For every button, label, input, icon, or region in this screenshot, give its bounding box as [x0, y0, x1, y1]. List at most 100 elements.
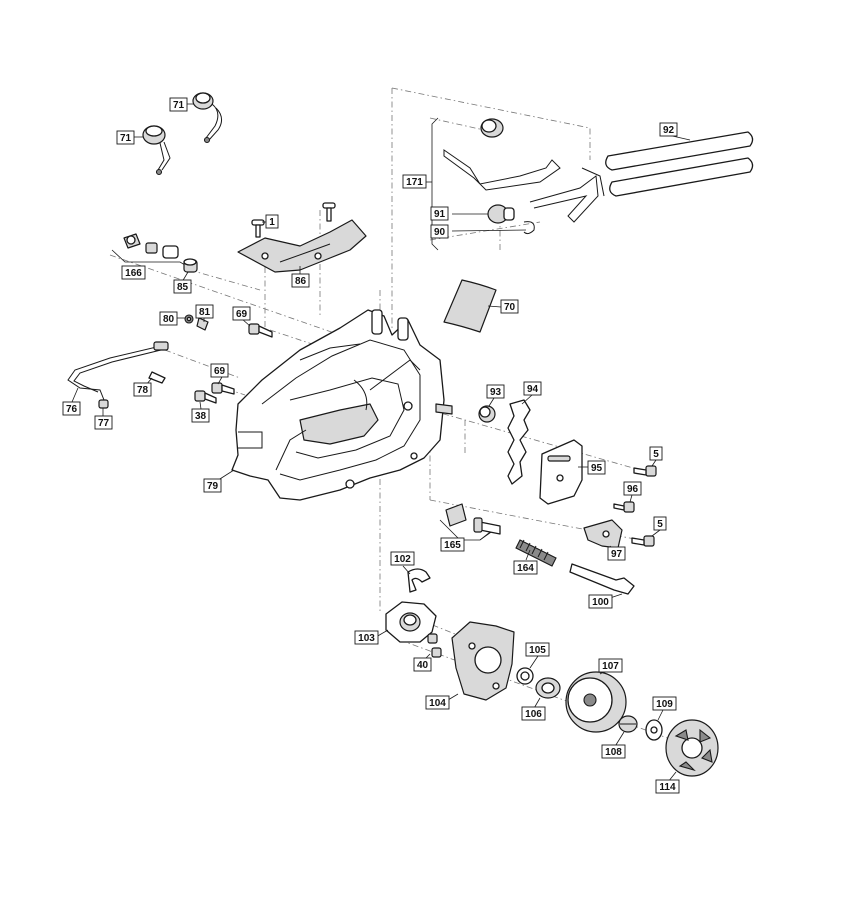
svg-text:86: 86 — [295, 276, 307, 287]
part-label-78: 78 — [133, 382, 152, 397]
svg-text:92: 92 — [663, 125, 675, 136]
part-label-70: 70 — [500, 299, 519, 314]
part-label-69-upper: 69 — [232, 306, 251, 321]
part-label-94: 94 — [523, 381, 542, 396]
part-label-76: 76 — [62, 401, 81, 416]
svg-text:71: 71 — [173, 100, 185, 111]
clutch-cover-plate — [451, 621, 515, 701]
part-label-107: 107 — [598, 658, 623, 673]
centrifugal-clutch — [665, 719, 719, 777]
svg-text:108: 108 — [605, 747, 622, 758]
part-label-97: 97 — [607, 546, 626, 561]
svg-text:97: 97 — [611, 549, 623, 560]
hose-clip — [407, 568, 431, 593]
svg-text:114: 114 — [659, 782, 676, 793]
ignition-wire-harness — [67, 341, 169, 409]
part-label-77: 77 — [94, 415, 113, 430]
part-label-104: 104 — [425, 695, 450, 710]
svg-text:81: 81 — [199, 307, 211, 318]
tensioner-rod — [569, 563, 635, 595]
svg-text:38: 38 — [195, 411, 207, 422]
svg-text:105: 105 — [529, 645, 546, 656]
spark-plug-boot-lower — [142, 125, 171, 176]
svg-text:78: 78 — [137, 385, 149, 396]
part-label-69-lower: 69 — [210, 363, 229, 378]
svg-text:5: 5 — [653, 449, 659, 460]
svg-text:96: 96 — [627, 484, 639, 495]
svg-text:5: 5 — [657, 519, 663, 530]
part-label-106: 106 — [521, 706, 546, 721]
part-label-102: 102 — [390, 551, 415, 566]
part-label-86: 86 — [291, 273, 310, 288]
svg-text:109: 109 — [656, 699, 673, 710]
svg-text:77: 77 — [98, 418, 110, 429]
heat-shield-plate — [237, 219, 367, 273]
part-label-96: 96 — [623, 481, 642, 496]
screws-part-40 — [427, 633, 442, 658]
part-label-100: 100 — [588, 594, 613, 609]
oil-lines — [605, 131, 754, 197]
svg-text:91: 91 — [434, 209, 446, 220]
svg-text:71: 71 — [120, 133, 132, 144]
clutch-drum — [565, 671, 627, 733]
part-label-165: 165 — [440, 537, 465, 552]
coil-spring — [515, 539, 557, 567]
svg-text:70: 70 — [504, 302, 516, 313]
part-label-5-lower: 5 — [653, 516, 667, 531]
needle-bearing — [618, 715, 638, 733]
part-label-1: 1 — [265, 214, 279, 229]
svg-text:165: 165 — [444, 540, 461, 551]
bolts-part-69 — [211, 323, 273, 395]
fuel-hose-assembly — [443, 118, 605, 223]
deflector-sheet — [443, 279, 497, 333]
part-label-109: 109 — [652, 696, 677, 711]
part-label-5-upper: 5 — [649, 446, 663, 461]
svg-text:79: 79 — [207, 481, 219, 492]
leader-lines — [71, 103, 691, 783]
part-label-164: 164 — [513, 560, 538, 575]
svg-text:80: 80 — [163, 314, 175, 325]
part-label-81: 81 — [195, 304, 214, 319]
part-label-93: 93 — [486, 384, 505, 399]
fuel-filter-and-clip — [487, 204, 535, 235]
rubber-plug — [478, 405, 496, 423]
svg-text:76: 76 — [66, 404, 78, 415]
crankcase-housing — [231, 309, 453, 501]
washer-and-clip — [184, 314, 209, 331]
part-label-95: 95 — [587, 460, 606, 475]
svg-text:100: 100 — [592, 597, 609, 608]
part-label-80: 80 — [159, 311, 178, 326]
screws-part-1 — [251, 202, 336, 238]
svg-text:90: 90 — [434, 227, 446, 238]
spark-plug-boot-upper — [192, 92, 222, 144]
adjusting-screws — [445, 503, 501, 535]
svg-text:171: 171 — [406, 177, 423, 188]
svg-text:106: 106 — [525, 709, 542, 720]
oil-pump — [385, 601, 437, 643]
svg-text:103: 103 — [358, 633, 375, 644]
chain-guide-plate — [507, 399, 531, 485]
part-label-92: 92 — [659, 122, 678, 137]
part-label-171: 171 — [402, 174, 427, 189]
screws-right-side — [613, 465, 657, 547]
svg-text:69: 69 — [236, 309, 248, 320]
bolt-part-38 — [194, 390, 217, 404]
part-label-103: 103 — [354, 630, 379, 645]
svg-text:1: 1 — [269, 217, 275, 228]
tensioner-lever — [583, 519, 623, 549]
thrust-washer — [645, 719, 663, 741]
svg-text:94: 94 — [527, 384, 539, 395]
svg-text:166: 166 — [125, 268, 142, 279]
oil-pump-fittings — [123, 233, 198, 273]
part-label-38: 38 — [191, 408, 210, 423]
part-label-71-lower: 71 — [116, 130, 135, 145]
part-label-90: 90 — [430, 224, 449, 239]
part-label-85: 85 — [173, 279, 192, 294]
part-label-108: 108 — [601, 744, 626, 759]
svg-text:85: 85 — [177, 282, 189, 293]
svg-text:102: 102 — [394, 554, 411, 565]
part-label-91: 91 — [430, 206, 449, 221]
svg-text:40: 40 — [417, 660, 429, 671]
svg-text:95: 95 — [591, 463, 603, 474]
